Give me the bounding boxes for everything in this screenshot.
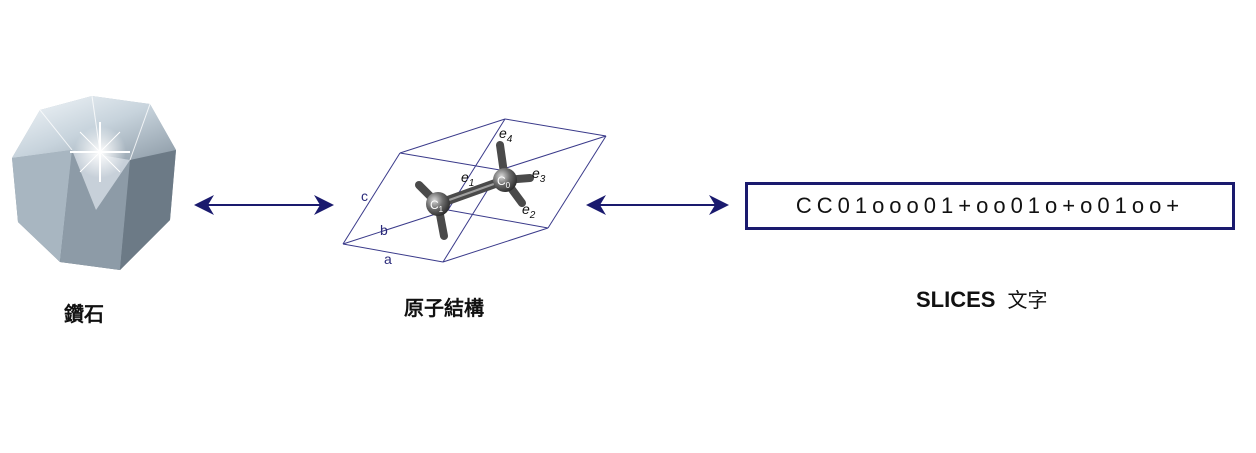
atom-c1 xyxy=(426,192,450,216)
atom-c0-label: C0 xyxy=(497,174,511,190)
slices-string: CC01ooo01+oo01o+o01oo+ xyxy=(795,193,1185,218)
lattice-label-a: a xyxy=(384,251,392,267)
atom-c1-label: C1 xyxy=(430,198,444,214)
edge-label-e4: e4 xyxy=(499,125,513,145)
atom-c0 xyxy=(493,168,517,192)
edge-label-e3: e3 xyxy=(532,165,546,185)
edge-label-e2: e2 xyxy=(522,201,536,221)
lattice-label-c: c xyxy=(361,188,368,204)
slices-string-box: CC01ooo01+oo01o+o01oo+ xyxy=(745,182,1235,230)
structure-caption: 原子結構 xyxy=(404,296,484,320)
edge-label-e1: e1 xyxy=(461,169,474,189)
slices-caption-zh: 文字 xyxy=(1007,288,1048,312)
diamond-caption: 鑽石 xyxy=(64,302,104,326)
diamond-gem-icon xyxy=(12,95,176,270)
lattice-label-b: b xyxy=(380,222,388,238)
slices-caption: SLICES 文字 xyxy=(916,284,1047,313)
slices-caption-en: SLICES xyxy=(916,287,996,312)
